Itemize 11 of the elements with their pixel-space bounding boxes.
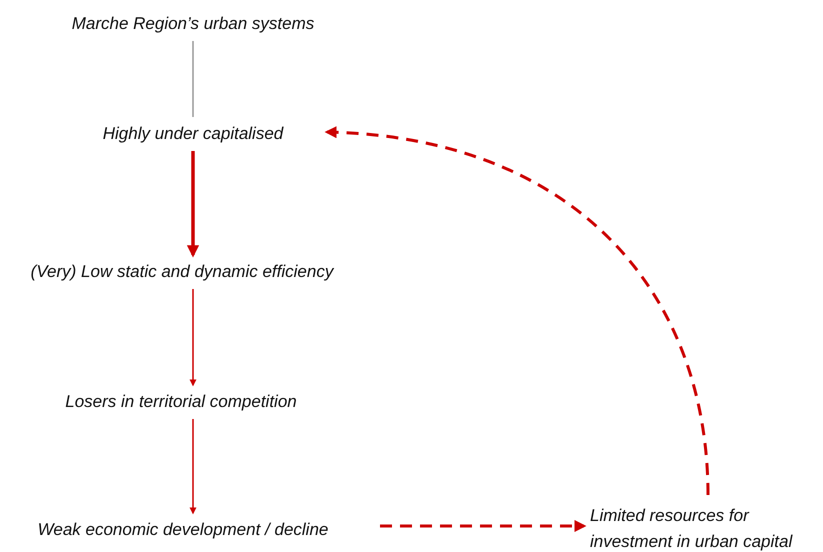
- node-label: (Very) Low static and dynamic efficiency: [30, 261, 334, 283]
- node-label: Limited resources for investment in urban capital: [590, 505, 794, 552]
- node-label: Highly under capitalised: [102, 123, 284, 145]
- arrow: [380, 520, 586, 532]
- node-label: Marche Region’s urban systems: [72, 13, 314, 35]
- arrow: [186, 151, 200, 258]
- node-label: Losers in territorial competition: [65, 391, 297, 413]
- arrow: [190, 289, 196, 386]
- arrow: [190, 419, 196, 514]
- node-label: Weak economic development / decline: [38, 519, 328, 541]
- arrow: [324, 126, 710, 496]
